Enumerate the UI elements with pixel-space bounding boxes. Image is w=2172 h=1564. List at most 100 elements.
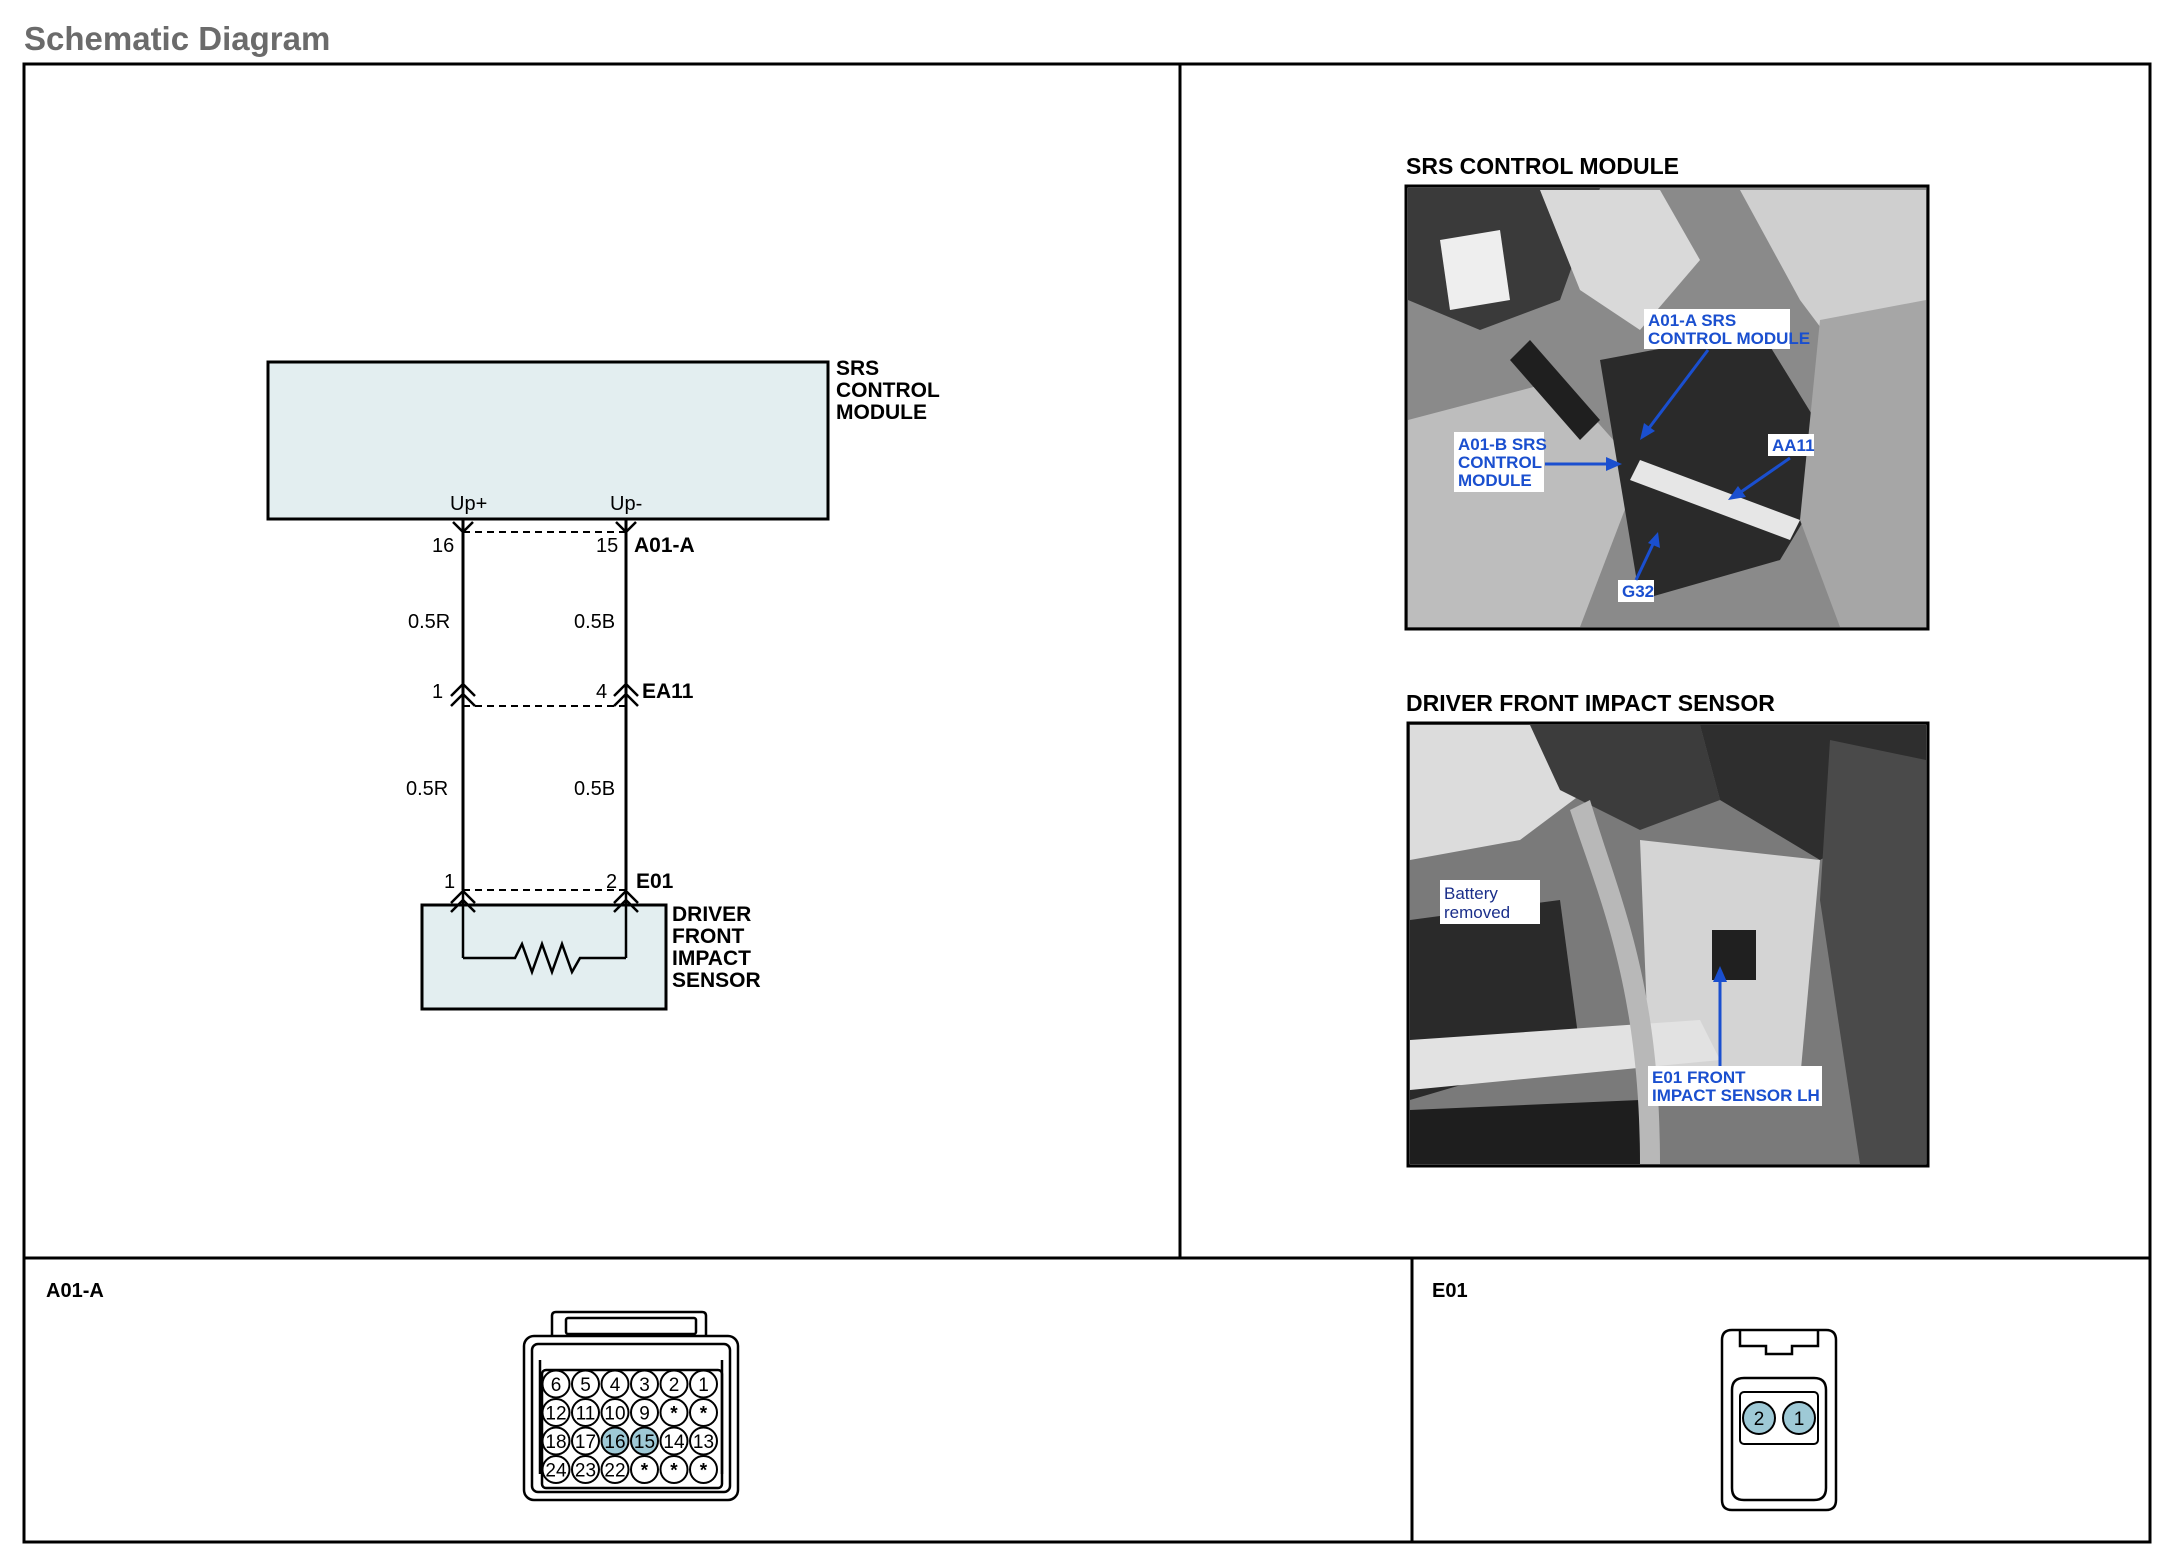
photo-label-a01a-line1: A01-A SRS [1648,311,1736,330]
pin-label-up-plus: Up+ [450,493,487,515]
frame [22,62,2152,1544]
photo-sensor-texture [1410,725,1926,1164]
a01a-pin-10: 10 [600,1398,630,1427]
pin-number: 1 [1794,1409,1805,1430]
pin-number: * [670,1461,678,1482]
a01a-pin-16: 16 [432,535,454,557]
a01a-pin-2: 2 [659,1369,689,1399]
a01a-pin-unused: * [630,1455,659,1484]
pin-number: 10 [604,1404,625,1425]
pin-number: 16 [604,1432,625,1453]
a01a-pin-1: 1 [689,1369,718,1399]
pin-number: * [700,1404,708,1425]
driver-front-impact-sensor-block [420,903,668,1011]
connector-face-e01-title: E01 [1432,1280,1468,1302]
connector-name-a01a: A01-A [634,534,695,557]
srs-module-label-1: SRS [836,357,879,380]
photo-panel-sensor: DRIVER FRONT IMPACT SENSOR Battery remov… [1406,690,1930,1168]
a01a-pin-23: 23 [571,1455,600,1484]
pin-label-up-minus: Up- [610,493,642,515]
pin-number: 13 [693,1432,714,1453]
e01-pin-2: 2 [606,871,617,893]
pin-number: 2 [1754,1409,1765,1430]
wiring-schematic: SRS CONTROL MODULE Up+ Up- 16 15 A01-A 0… [266,357,940,1011]
pin-number: 2 [669,1375,680,1396]
a01a-pin-15: 15 [630,1426,659,1456]
pin-number: * [670,1404,678,1425]
a01a-pin-15: 15 [596,535,618,557]
pin-number: 11 [576,1404,596,1425]
srs-control-module-block [266,360,830,521]
photo-title-srs: SRS CONTROL MODULE [1406,153,1679,179]
pin-number: 12 [545,1404,566,1425]
pin-number: 6 [551,1375,562,1396]
pin-number: * [641,1461,649,1482]
page-title: Schematic Diagram [24,20,331,57]
pin-number: 15 [634,1432,655,1453]
pin-number: * [700,1461,708,1482]
photo-srs-texture [1408,188,1926,627]
a01a-pin-unused: * [659,1398,689,1427]
photo-panel-srs: SRS CONTROL MODULE A01-A SRS CONTROL MOD… [1404,153,1930,631]
a01a-pin-22: 22 [600,1455,630,1484]
connector-name-e01: E01 [636,870,674,893]
e01-pin-1: 1 [1782,1401,1816,1435]
srs-module-label-3: MODULE [836,401,927,424]
connector-name-ea11: EA11 [642,680,694,703]
arrow-g32 [1634,541,1656,581]
pin-number: 22 [604,1461,625,1482]
pin-number: 9 [639,1404,650,1425]
a01a-pin-12: 12 [541,1398,571,1427]
connector-e01-symbol [450,889,639,958]
photo-label-battery-line1: Battery [1444,884,1498,903]
pin-number: 5 [580,1375,591,1396]
wire-size-upper-left: 0.5R [408,611,450,633]
photo-label-a01a-line2: CONTROL MODULE [1648,329,1810,348]
a01a-pin-9: 9 [630,1398,659,1427]
wire-size-lower-left: 0.5R [406,778,448,800]
photo-label-e01-line1: E01 FRONT [1652,1068,1746,1087]
a01a-pin-16: 16 [600,1426,630,1456]
photo-label-aa11: AA11 [1772,436,1815,455]
pin-number: 1 [698,1375,709,1396]
photo-label-a01b-line1: A01-B SRS [1458,435,1547,454]
connector-a01a-symbol [452,521,637,534]
connector-ea11-symbol [450,682,639,707]
a01a-pin-4: 4 [600,1369,630,1399]
connector-face-a01a-title: A01-A [46,1280,104,1302]
ea11-pin-1: 1 [432,681,443,703]
photo-label-g32: G32 [1622,582,1654,601]
a01a-pin-18: 18 [541,1426,571,1456]
a01a-pin-5: 5 [571,1369,600,1399]
pin-number: 24 [545,1461,567,1482]
pin-number: 14 [663,1432,685,1453]
a01a-pin-17: 17 [571,1426,600,1456]
sensor-label-3: IMPACT [672,947,751,970]
a01a-pin-11: 11 [571,1398,600,1427]
sensor-label-4: SENSOR [672,969,761,992]
a01a-pin-6: 6 [541,1369,571,1399]
a01a-pin-unused: * [689,1455,718,1484]
photo-label-a01b-line2: CONTROL [1458,453,1542,472]
arrow-a01a [1644,349,1710,433]
pin-number: 3 [639,1375,650,1396]
a01a-pin-3: 3 [630,1369,659,1399]
sensor-label-2: FRONT [672,925,744,948]
arrow-aa11 [1737,456,1791,496]
photo-title-sensor: DRIVER FRONT IMPACT SENSOR [1406,690,1775,716]
photo-label-a01b-line3: MODULE [1458,471,1532,490]
a01a-pin-24: 24 [541,1455,571,1484]
wire-size-lower-right: 0.5B [574,778,615,800]
photo-label-battery-line2: removed [1444,903,1510,922]
e01-pin-1: 1 [444,871,455,893]
ea11-pin-4: 4 [596,681,607,703]
a01a-pin-unused: * [659,1455,689,1484]
srs-module-label-2: CONTROL [836,379,940,402]
pin-number: 17 [575,1432,596,1453]
a01a-pin-13: 13 [689,1426,718,1456]
